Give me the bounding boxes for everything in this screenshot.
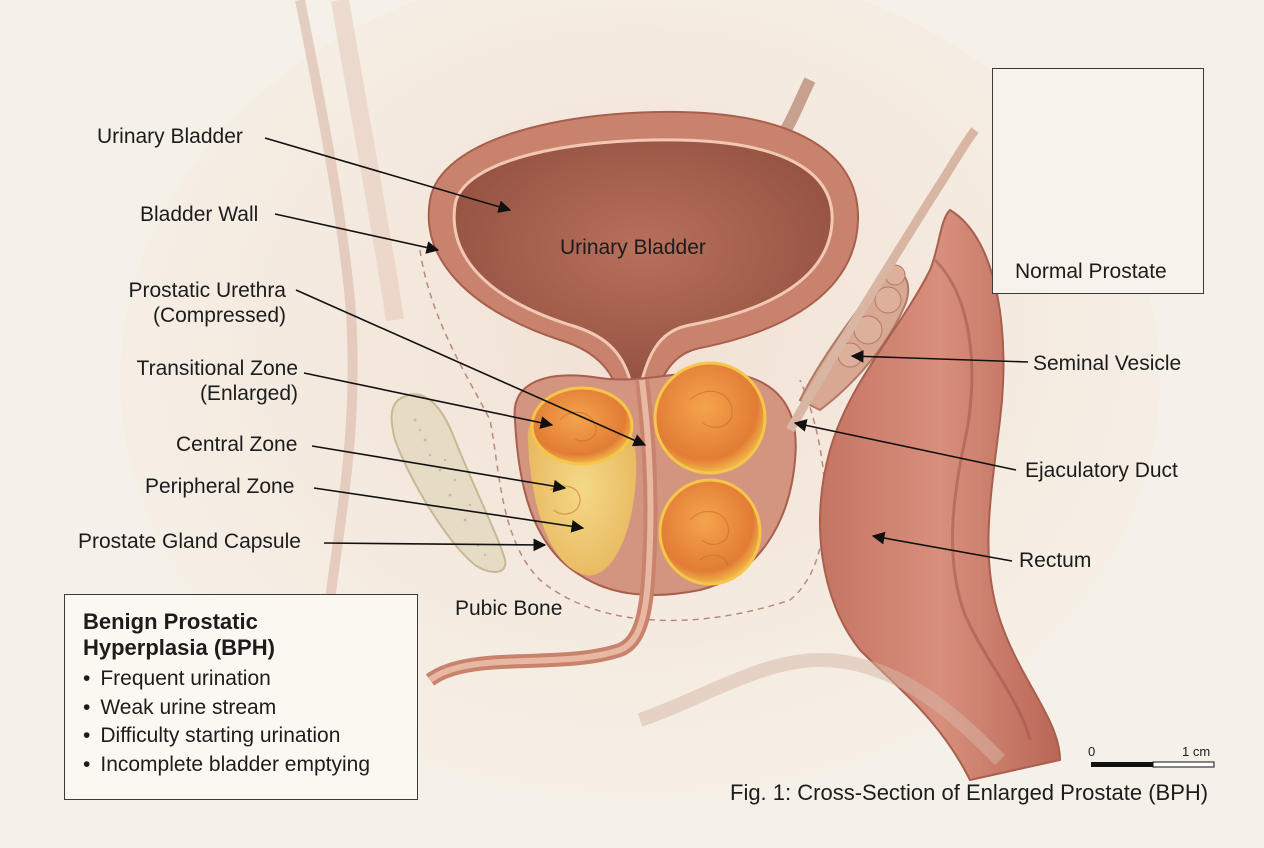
label-prostatic-urethra: Prostatic Urethra (Compressed) [110,278,286,328]
leader-bladder-wall [274,213,440,254]
label-pubic-bone: Pubic Bone [455,597,563,620]
lobule-texture [549,390,733,567]
symptom-item: Difficulty starting urination [83,722,403,751]
figure-caption: Fig. 1: Cross-Section of Enlarged Prosta… [730,780,1209,805]
label-central-zone: Central Zone [176,433,298,456]
label-peripheral-zone: Peripheral Zone [145,475,295,498]
symptom-item: Weak urine stream [83,694,403,723]
label-urinary-bladder-inner: Urinary Bladder [560,236,706,259]
leader-ejaculatory-duct [793,419,1017,471]
label-prostatic-urethra-line1: Prostatic Urethra [128,279,286,302]
symptom-list: Frequent urination Weak urine stream Dif… [83,665,403,779]
inset-normal-prostate: Normal Prostate [992,68,1204,294]
abdominal-wall [295,0,358,601]
label-prostate-capsule: Prostate Gland Capsule [78,530,301,553]
label-bladder-wall: Bladder Wall [140,203,259,226]
bph-info-title: Benign Prostatic Hyperplasia (BPH) [83,609,275,660]
label-transitional-zone: Transitional Zone (Enlarged) [116,356,298,406]
leader-urinary-bladder [264,137,512,213]
leader-prostate-capsule [323,538,547,552]
label-transitional-zone-line1: Transitional Zone [136,357,298,380]
label-ejaculatory-duct: Ejaculatory Duct [1025,459,1178,482]
vas-deferens [786,127,979,433]
bladder-lumen [452,138,834,382]
scale-start-label: 0 [1088,744,1096,759]
leader-lines [264,137,1029,562]
leader-central-zone [311,445,567,493]
urethra-lumen [428,379,654,683]
label-prostatic-urethra-line2: (Compressed) [152,304,286,327]
symptom-item: Incomplete bladder emptying [83,751,403,780]
symptom-item: Frequent urination [83,665,403,694]
scale-end-label: 1 cm [1182,744,1211,759]
label-seminal-vesicle: Seminal Vesicle [1033,352,1182,375]
central-zone-lobe [658,478,762,586]
label-transitional-zone-line2: (Enlarged) [199,382,298,405]
inset-title: Normal Prostate [1015,260,1167,283]
leader-prostatic-urethra [295,289,647,447]
scale-bar [1091,761,1215,768]
label-rectum: Rectum [1019,549,1092,572]
bph-info-box: Benign Prostatic Hyperplasia (BPH) Frequ… [64,594,418,800]
leader-seminal-vesicle [850,349,1029,363]
label-urinary-bladder: Urinary Bladder [97,125,243,148]
transitional-zone-left [530,386,634,466]
leader-peripheral-zone [313,487,585,533]
leader-rectum [871,531,1013,562]
transitional-zone-right [653,361,767,475]
leader-transitional-zone [303,372,554,429]
rectum [819,208,1062,782]
pubic-bone [390,393,507,573]
